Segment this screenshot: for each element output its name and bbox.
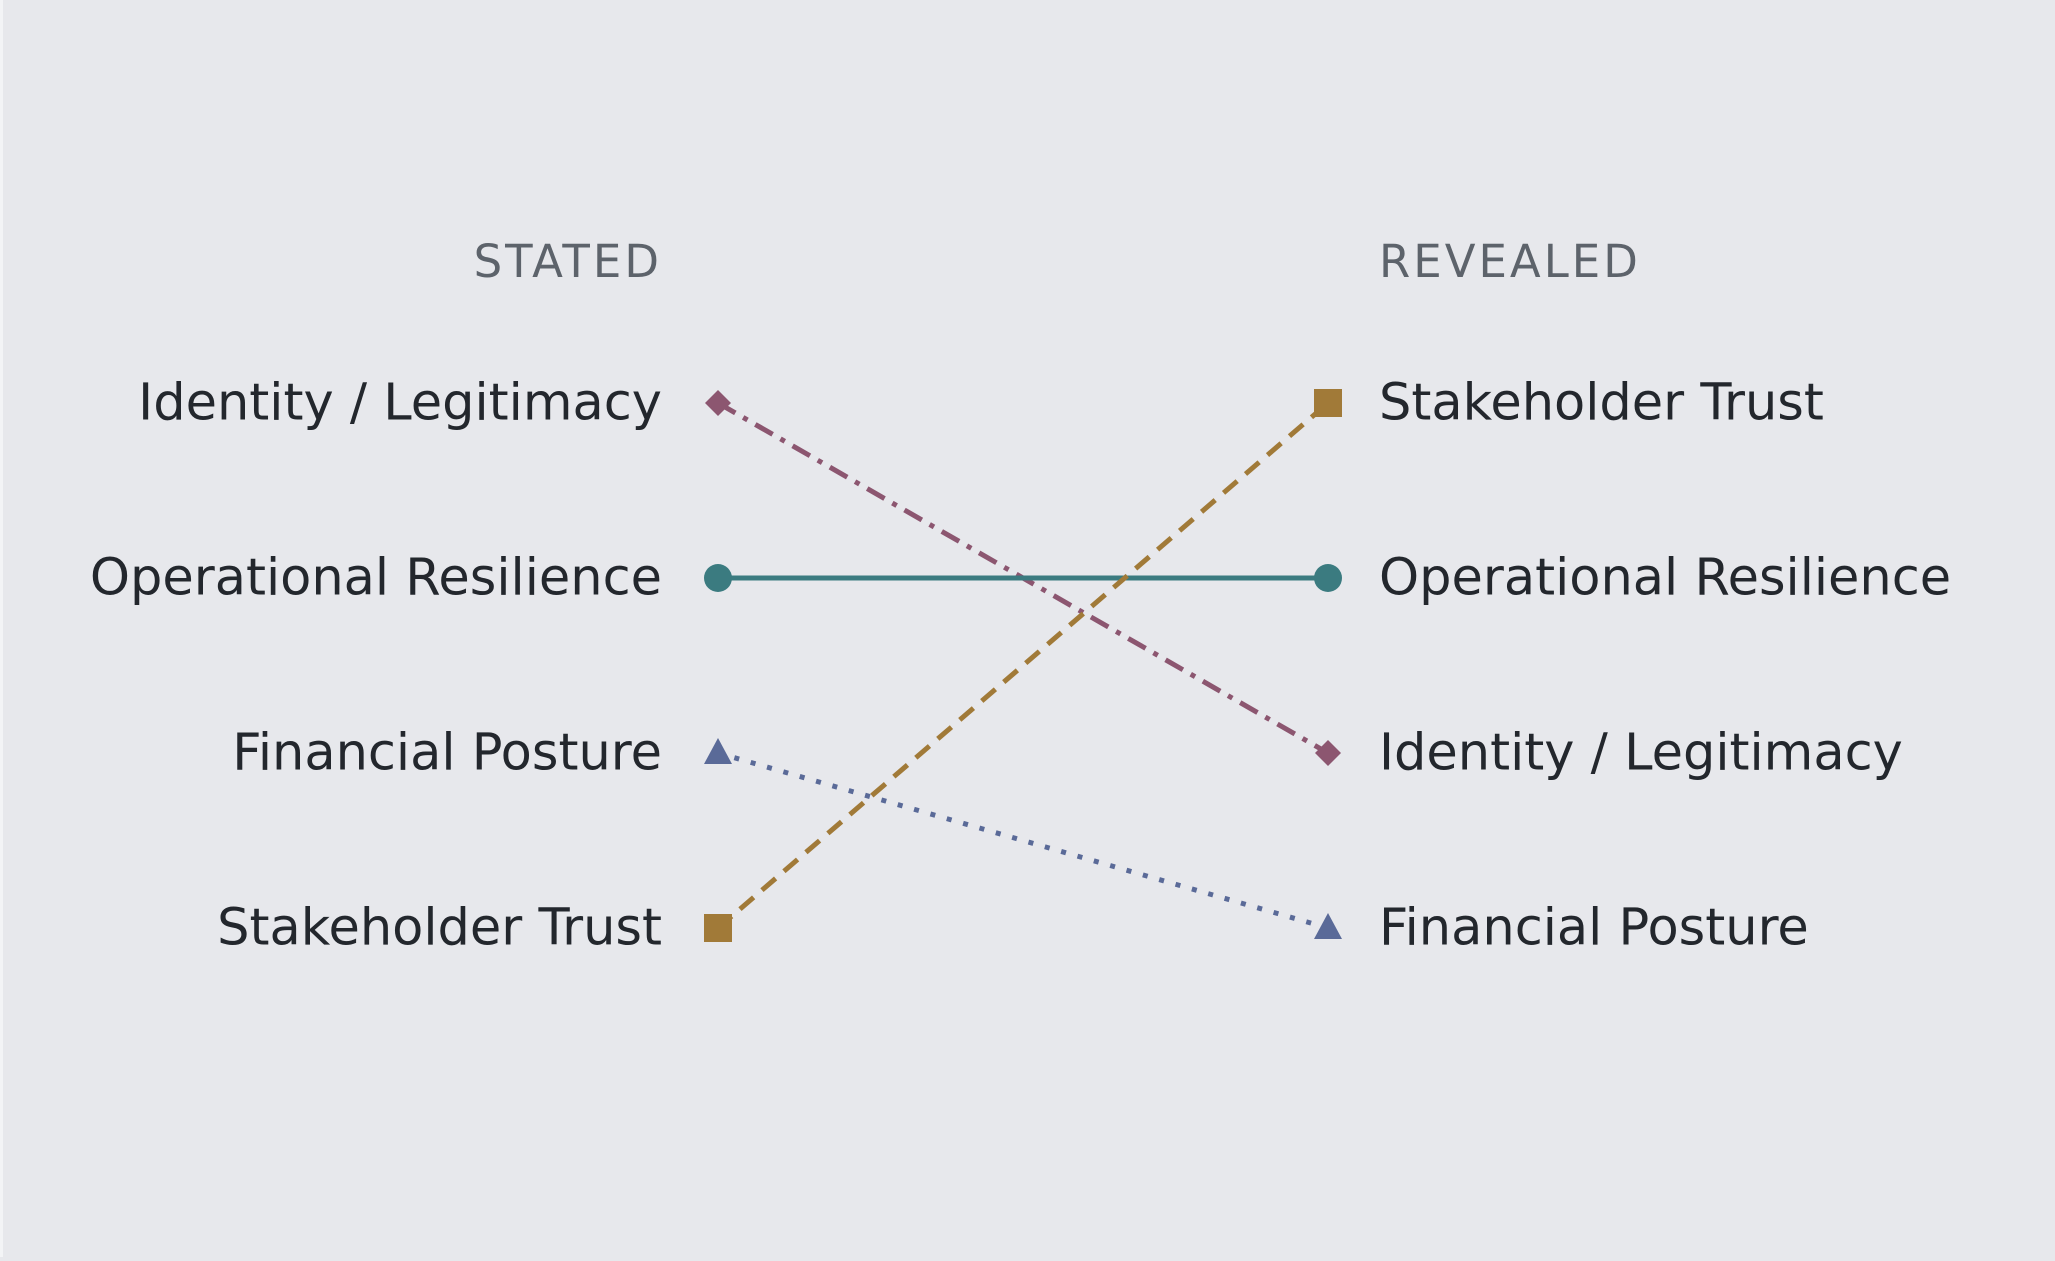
revealed-label-stakeholder-trust: Stakeholder Trust bbox=[1379, 374, 1824, 433]
rank-markers bbox=[704, 389, 1342, 942]
stated-label-operational-resilience: Operational Resilience bbox=[90, 549, 662, 608]
revealed-marker-stakeholder-trust bbox=[1314, 389, 1342, 417]
stated-label-identity-legitimacy: Identity / Legitimacy bbox=[138, 374, 662, 433]
revealed-marker-financial-posture bbox=[1314, 913, 1342, 939]
revealed-marker-operational-resilience bbox=[1314, 564, 1342, 592]
stated-marker-financial-posture bbox=[704, 738, 732, 764]
slope-lines bbox=[716, 400, 1330, 931]
revealed-marker-identity-legitimacy bbox=[1315, 740, 1341, 766]
stated-column-header: STATED bbox=[474, 235, 662, 288]
stated-marker-stakeholder-trust bbox=[704, 914, 732, 942]
slope-line-stakeholder-trust bbox=[716, 401, 1330, 930]
chart-svg: STATED REVEALED Identity / LegitimacyIde… bbox=[90, 235, 1951, 958]
revealed-label-identity-legitimacy: Identity / Legitimacy bbox=[1379, 724, 1903, 783]
stated-marker-identity-legitimacy bbox=[705, 390, 731, 416]
revealed-label-financial-posture: Financial Posture bbox=[1379, 899, 1809, 958]
stated-label-stakeholder-trust: Stakeholder Trust bbox=[217, 899, 662, 958]
slope-line-financial-posture bbox=[717, 750, 1329, 931]
revealed-label-operational-resilience: Operational Resilience bbox=[1379, 549, 1951, 608]
stated-label-financial-posture: Financial Posture bbox=[232, 724, 662, 783]
stated-marker-operational-resilience bbox=[704, 564, 732, 592]
revealed-column-header: REVEALED bbox=[1379, 235, 1641, 288]
